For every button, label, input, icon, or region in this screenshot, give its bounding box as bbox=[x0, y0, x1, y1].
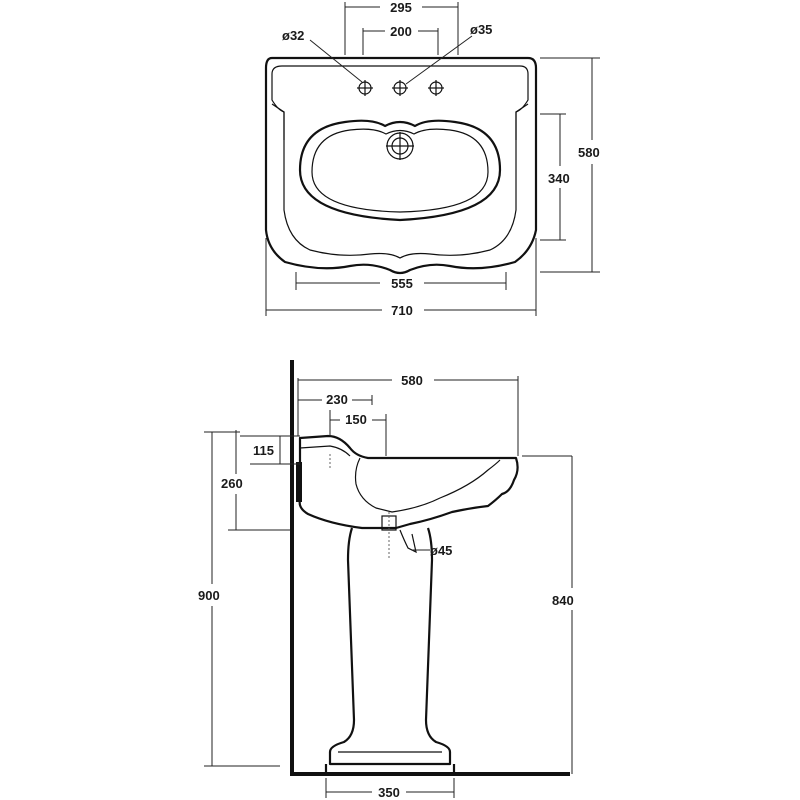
dim-555: 555 bbox=[295, 272, 507, 291]
dim-200: 200 bbox=[362, 24, 439, 55]
dim-260-label: 260 bbox=[221, 476, 243, 491]
dim-340: 340 bbox=[540, 113, 570, 241]
basin-outline-top bbox=[264, 56, 538, 275]
wall-bracket bbox=[296, 462, 302, 502]
dim-580-top-label: 580 bbox=[578, 145, 600, 160]
tap-hole-right-icon bbox=[428, 80, 444, 96]
basin-profile-side bbox=[298, 434, 519, 530]
pedestal-base bbox=[324, 764, 456, 776]
dim-340-label: 340 bbox=[548, 171, 570, 186]
dim-150-label: 150 bbox=[345, 412, 367, 427]
bowl-outline bbox=[298, 119, 502, 222]
dim-710-label: 710 bbox=[391, 303, 413, 318]
basin-rim-side bbox=[299, 445, 351, 457]
dim-hole-32-label: ø32 bbox=[282, 28, 304, 43]
dim-waste-45-label: ø45 bbox=[430, 543, 452, 558]
dim-840-label: 840 bbox=[552, 593, 574, 608]
dim-580-side: 580 bbox=[297, 373, 519, 456]
bowl-inner bbox=[311, 128, 489, 213]
pedestal bbox=[328, 527, 452, 766]
dim-260: 260 bbox=[221, 430, 290, 531]
dim-150: 150 bbox=[329, 410, 387, 456]
dim-580-top: 580 bbox=[540, 57, 600, 273]
dim-200-label: 200 bbox=[390, 24, 412, 39]
left-ledge bbox=[271, 103, 285, 140]
dim-hole-35: ø35 bbox=[405, 22, 492, 85]
right-ledge bbox=[515, 103, 529, 140]
dim-295-label: 295 bbox=[390, 0, 412, 15]
dim-710: 710 bbox=[265, 238, 537, 318]
dim-350-label: 350 bbox=[378, 785, 400, 800]
tap-hole-center-icon bbox=[392, 80, 408, 96]
dim-hole-32: ø32 bbox=[282, 28, 363, 83]
dim-555-label: 555 bbox=[391, 276, 413, 291]
dim-waste-45: ø45 bbox=[412, 543, 452, 558]
dim-900: 900 bbox=[198, 431, 280, 767]
dim-hole-35-label: ø35 bbox=[470, 22, 492, 37]
top-view: 295 200 ø32 ø35 580 bbox=[264, 0, 600, 318]
wall bbox=[290, 360, 570, 776]
dim-295: 295 bbox=[344, 0, 459, 55]
dim-900-label: 900 bbox=[198, 588, 220, 603]
basin-inner-side bbox=[354, 457, 501, 513]
side-view: 580 230 150 115 260 bbox=[198, 360, 574, 800]
dim-840: 840 bbox=[522, 455, 574, 774]
dim-115-label: 115 bbox=[253, 443, 274, 458]
drain-icon bbox=[386, 132, 414, 160]
tap-hole-left-icon bbox=[357, 80, 373, 96]
dim-580-side-label: 580 bbox=[401, 373, 423, 388]
dim-230: 230 bbox=[298, 392, 373, 407]
waste-trap-icon bbox=[381, 515, 417, 554]
dim-230-label: 230 bbox=[326, 392, 348, 407]
dim-350: 350 bbox=[325, 778, 455, 800]
dim-115: 115 bbox=[240, 435, 300, 465]
